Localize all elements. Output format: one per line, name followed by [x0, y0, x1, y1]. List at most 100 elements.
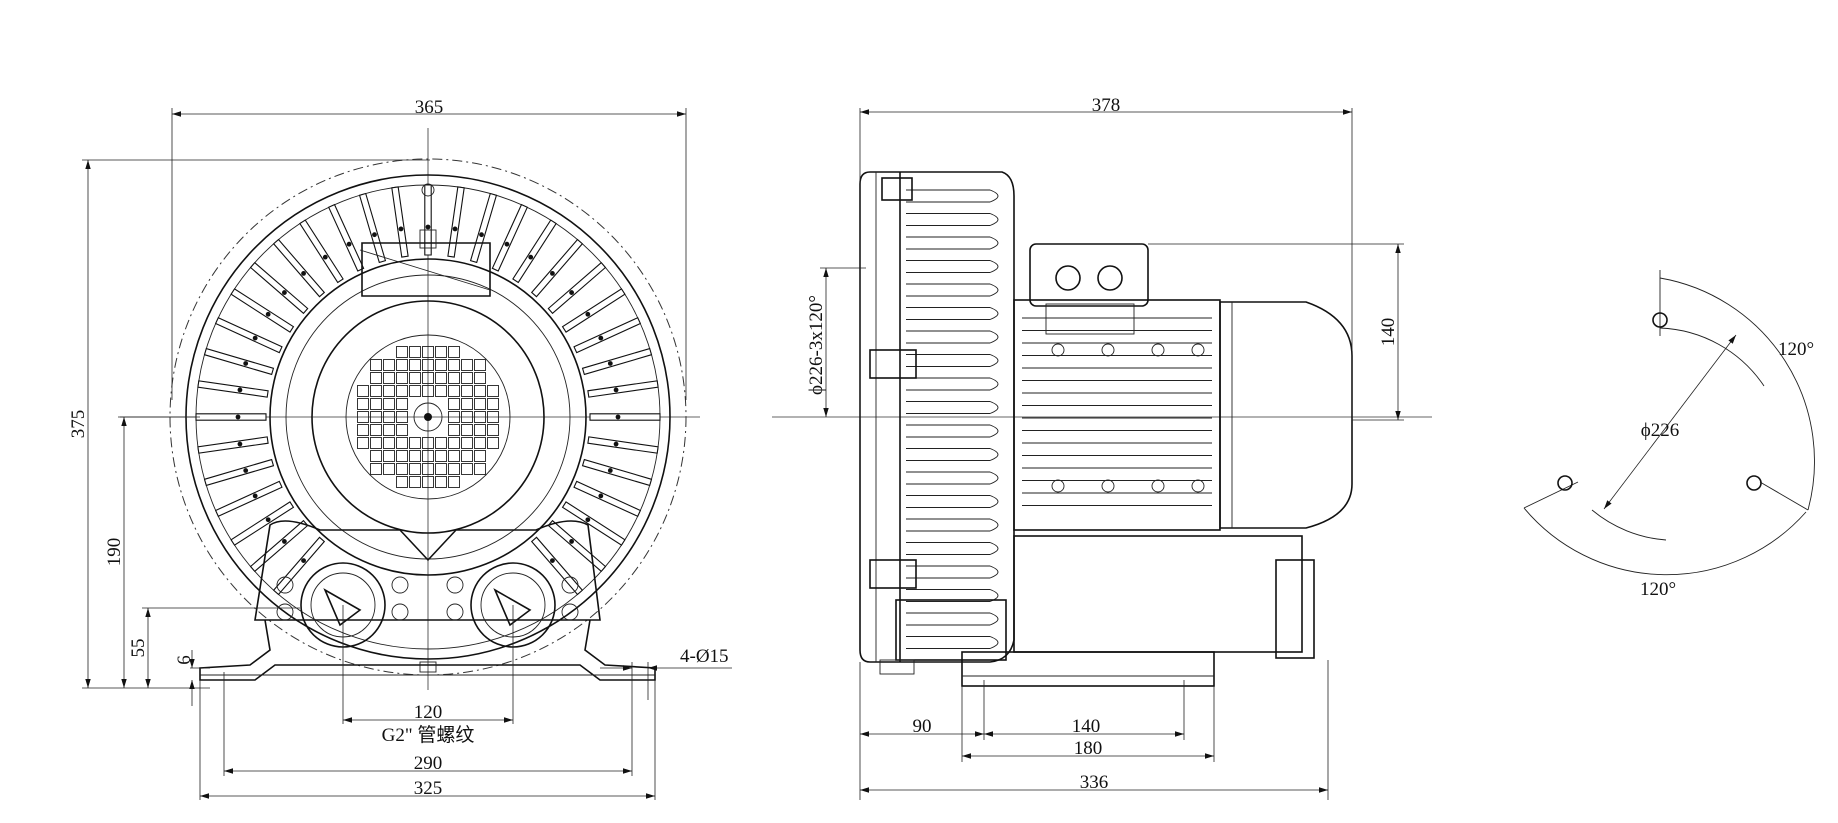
dim-base-length-label: 180 [1074, 738, 1103, 759]
grille-cell [435, 437, 447, 449]
port-thread-label: G2" 管螺纹 [382, 724, 475, 746]
fin-rivet [585, 311, 591, 317]
grille-cell [435, 359, 447, 371]
fin-rivet [398, 226, 404, 232]
fin-rivet [265, 517, 271, 523]
port-right-flap [493, 588, 532, 627]
grille-cell [370, 437, 382, 449]
fin-rivet [252, 335, 258, 341]
grille-cell [357, 411, 369, 423]
dim-hole-spacing-label: 290 [414, 753, 443, 774]
side-fin [906, 354, 999, 367]
side-housing [859, 171, 1015, 663]
fin-rivet [504, 241, 510, 247]
grille-cell [448, 476, 460, 488]
fin-rivet [615, 414, 621, 420]
side-fin [906, 518, 999, 532]
bolt-circle-arc-2 [1591, 509, 1667, 541]
fan-grille [357, 346, 499, 488]
grille-cell [422, 463, 434, 475]
fan-grille-ring [345, 334, 511, 500]
grille-cell [461, 437, 473, 449]
grille-cell [409, 372, 421, 384]
grille-cell [461, 450, 473, 462]
cooling-fin [581, 347, 653, 376]
port-block [1013, 535, 1303, 653]
shaft-hub [413, 402, 443, 432]
grille-cell [409, 463, 421, 475]
grille-cell [448, 359, 460, 371]
grille-cell [357, 424, 369, 436]
front-view: 365 375 190 55 6 4-Ø15 120 G2" 管螺纹 [68, 97, 732, 800]
hole-pattern-view: ϕ226 120° 120° [1523, 270, 1815, 600]
fin-rivet [322, 254, 328, 260]
nameplate-hatch [359, 249, 491, 291]
side-fin [906, 495, 999, 508]
fin-rivet [237, 441, 243, 447]
side-base-plate [961, 651, 1215, 687]
side-fin [906, 260, 999, 273]
grille-cell [435, 476, 447, 488]
terminal-box-base [1045, 303, 1135, 335]
port-housing [254, 520, 601, 621]
cooling-fin [512, 219, 557, 284]
front-foot [879, 659, 915, 675]
grille-cell [370, 424, 382, 436]
grille-cell [435, 385, 447, 397]
bolt-hole-2 [1557, 475, 1573, 491]
fin-rivet [237, 387, 243, 393]
grille-cell [448, 346, 460, 358]
motor-bolt [1151, 479, 1165, 493]
dim-diameter-label: ϕ226 [1641, 420, 1680, 441]
grille-cell [383, 437, 395, 449]
fin-rivet [598, 493, 604, 499]
grille-cell [422, 346, 434, 358]
side-fin [906, 330, 999, 344]
cooling-fin [249, 261, 309, 315]
angle-arc-bottom [1523, 507, 1807, 576]
grille-cell [487, 398, 499, 410]
port-flange [1275, 559, 1315, 659]
grille-cell [383, 372, 395, 384]
grille-cell [422, 385, 434, 397]
side-fin [906, 307, 999, 320]
grille-cell [474, 424, 486, 436]
top-lug [419, 229, 437, 249]
motor-bolt [1051, 343, 1065, 357]
dim-center-height-label: 190 [104, 538, 125, 567]
cooling-fin [561, 501, 626, 546]
cooling-fin [573, 480, 642, 518]
side-fin [906, 565, 999, 579]
cooling-fin [327, 203, 365, 272]
housing-clamp-bottom [869, 559, 917, 589]
cooling-fin [530, 536, 584, 596]
cooling-fin [447, 186, 465, 258]
fin-rivet [607, 361, 613, 366]
dim-overall-label: 336 [1080, 772, 1109, 793]
cooling-fin [581, 458, 653, 487]
side-fin [906, 377, 999, 391]
grille-cell [448, 424, 460, 436]
grille-cell [396, 463, 408, 475]
fin-rivet [607, 468, 613, 473]
grille-cell [422, 359, 434, 371]
port-left-flap [323, 588, 362, 627]
grille-cell [370, 450, 382, 462]
grille-cell [370, 463, 382, 475]
fin-rivet [569, 290, 574, 295]
grille-cell [461, 463, 473, 475]
grille-cell [474, 463, 486, 475]
grille-cell [383, 463, 395, 475]
fin-rivet [550, 271, 555, 276]
cooling-fin [573, 316, 642, 354]
cooling-fin [230, 288, 295, 333]
dim-line-diameter [1603, 334, 1737, 510]
grille-cell [370, 359, 382, 371]
fin-rivet [252, 493, 258, 499]
side-fin [906, 213, 999, 226]
grille-cell [474, 359, 486, 371]
grille-cell [448, 385, 460, 397]
dim-total-length-label: 378 [1092, 95, 1121, 116]
motor-body [1013, 299, 1221, 531]
cooling-fin [491, 203, 529, 272]
